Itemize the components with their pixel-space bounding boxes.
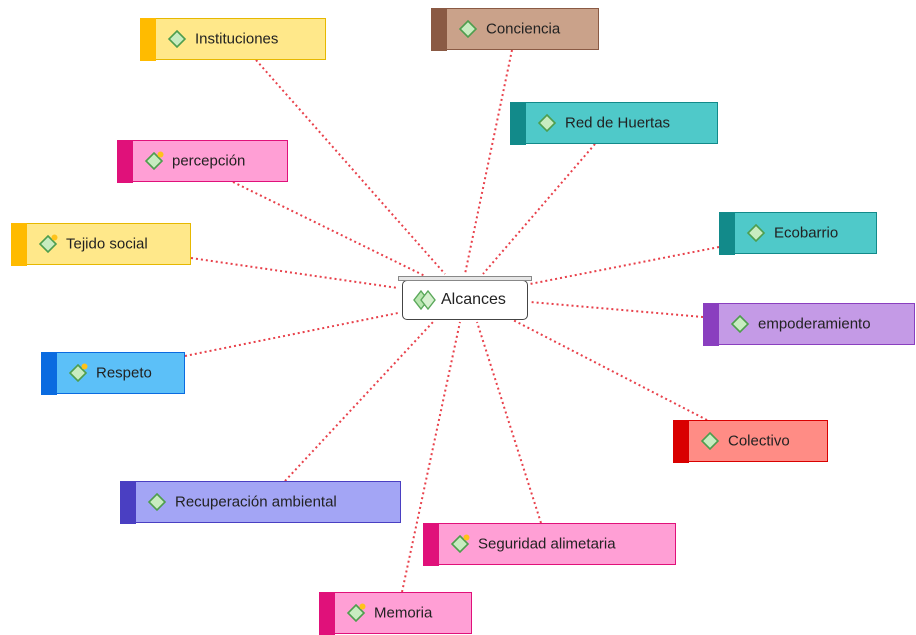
topic-diamond-icon: [700, 431, 720, 451]
topic-node-memoria[interactable]: Memoria: [318, 591, 472, 635]
connector-red-de-huertas: [482, 143, 596, 275]
topic-label: Red de Huertas: [565, 114, 671, 132]
topic-diamond-icon: [458, 19, 478, 39]
topic-label: empoderamiento: [758, 315, 871, 333]
topic-color-bar: [318, 591, 335, 635]
topic-node-percepcion[interactable]: percepción: [116, 139, 288, 183]
topic-color-bar: [702, 302, 719, 346]
connector-memoria: [401, 321, 461, 593]
topic-diamond-icon: [537, 113, 557, 133]
topic-node-respeto[interactable]: Respeto: [40, 351, 185, 395]
topic-label: Conciencia: [486, 20, 561, 38]
notification-dot-icon: [51, 234, 58, 241]
topic-diamond-icon: [147, 492, 167, 512]
topic-diamond-icon: [450, 534, 470, 554]
central-diamond-icon: [413, 290, 436, 310]
topic-diamond-icon: [746, 223, 766, 243]
connector-seguridad-alimetaria: [476, 321, 542, 524]
topic-color-bar: [509, 101, 526, 145]
topic-label: Recuperación ambiental: [175, 493, 337, 511]
connector-ecobarrio: [529, 246, 720, 285]
topic-diamond-icon: [68, 363, 88, 383]
connector-empoderamiento: [529, 301, 704, 318]
notification-dot-icon: [463, 534, 470, 541]
topic-label: Instituciones: [195, 30, 279, 48]
notification-dot-icon: [81, 363, 88, 370]
topic-diamond-icon: [730, 314, 750, 334]
topic-color-bar: [430, 7, 447, 51]
topic-diamond-icon: [38, 234, 58, 254]
topic-color-bar: [139, 17, 156, 61]
topic-color-bar: [10, 222, 27, 266]
topic-node-colectivo[interactable]: Colectivo: [672, 419, 828, 463]
topic-color-bar: [718, 211, 735, 255]
connector-tejido-social: [190, 257, 399, 289]
topic-node-seguridad-alimetaria[interactable]: Seguridad alimetaria: [422, 522, 676, 566]
topic-node-red-de-huertas[interactable]: Red de Huertas: [509, 101, 718, 145]
topic-label: Memoria: [374, 604, 433, 622]
topic-node-empoderamiento[interactable]: empoderamiento: [702, 302, 915, 346]
notification-dot-icon: [157, 151, 164, 158]
connector-colectivo: [512, 319, 708, 421]
notification-dot-icon: [359, 603, 366, 610]
topic-diamond-icon: [167, 29, 187, 49]
topic-color-bar: [116, 139, 133, 183]
topic-node-instituciones[interactable]: Instituciones: [139, 17, 326, 61]
topic-label: Seguridad alimetaria: [478, 535, 616, 553]
topic-node-conciencia[interactable]: Conciencia: [430, 7, 599, 51]
topic-color-bar: [672, 419, 689, 463]
topic-color-bar: [422, 522, 439, 566]
topic-diamond-icon: [144, 151, 164, 171]
topic-node-tejido-social[interactable]: Tejido social: [10, 222, 191, 266]
topic-label: Respeto: [96, 364, 152, 382]
topic-label: Colectivo: [728, 432, 790, 450]
connector-respeto: [184, 312, 399, 357]
central-topic-tab: [398, 276, 532, 281]
topic-node-recuperacion-ambiental[interactable]: Recuperación ambiental: [119, 480, 401, 524]
central-topic-label: Alcances: [441, 291, 506, 308]
central-topic-alcances[interactable]: Alcances: [398, 276, 532, 320]
connector-percepcion: [232, 181, 426, 277]
topic-color-bar: [119, 480, 136, 524]
topic-node-ecobarrio[interactable]: Ecobarrio: [718, 211, 877, 255]
topic-label: percepción: [172, 152, 246, 170]
connector-conciencia: [464, 49, 513, 275]
topic-diamond-icon: [346, 603, 366, 623]
topic-label: Ecobarrio: [774, 224, 839, 242]
connector-recuperacion-ambiental: [284, 321, 434, 482]
topic-label: Tejido social: [66, 235, 148, 253]
topic-color-bar: [40, 351, 57, 395]
